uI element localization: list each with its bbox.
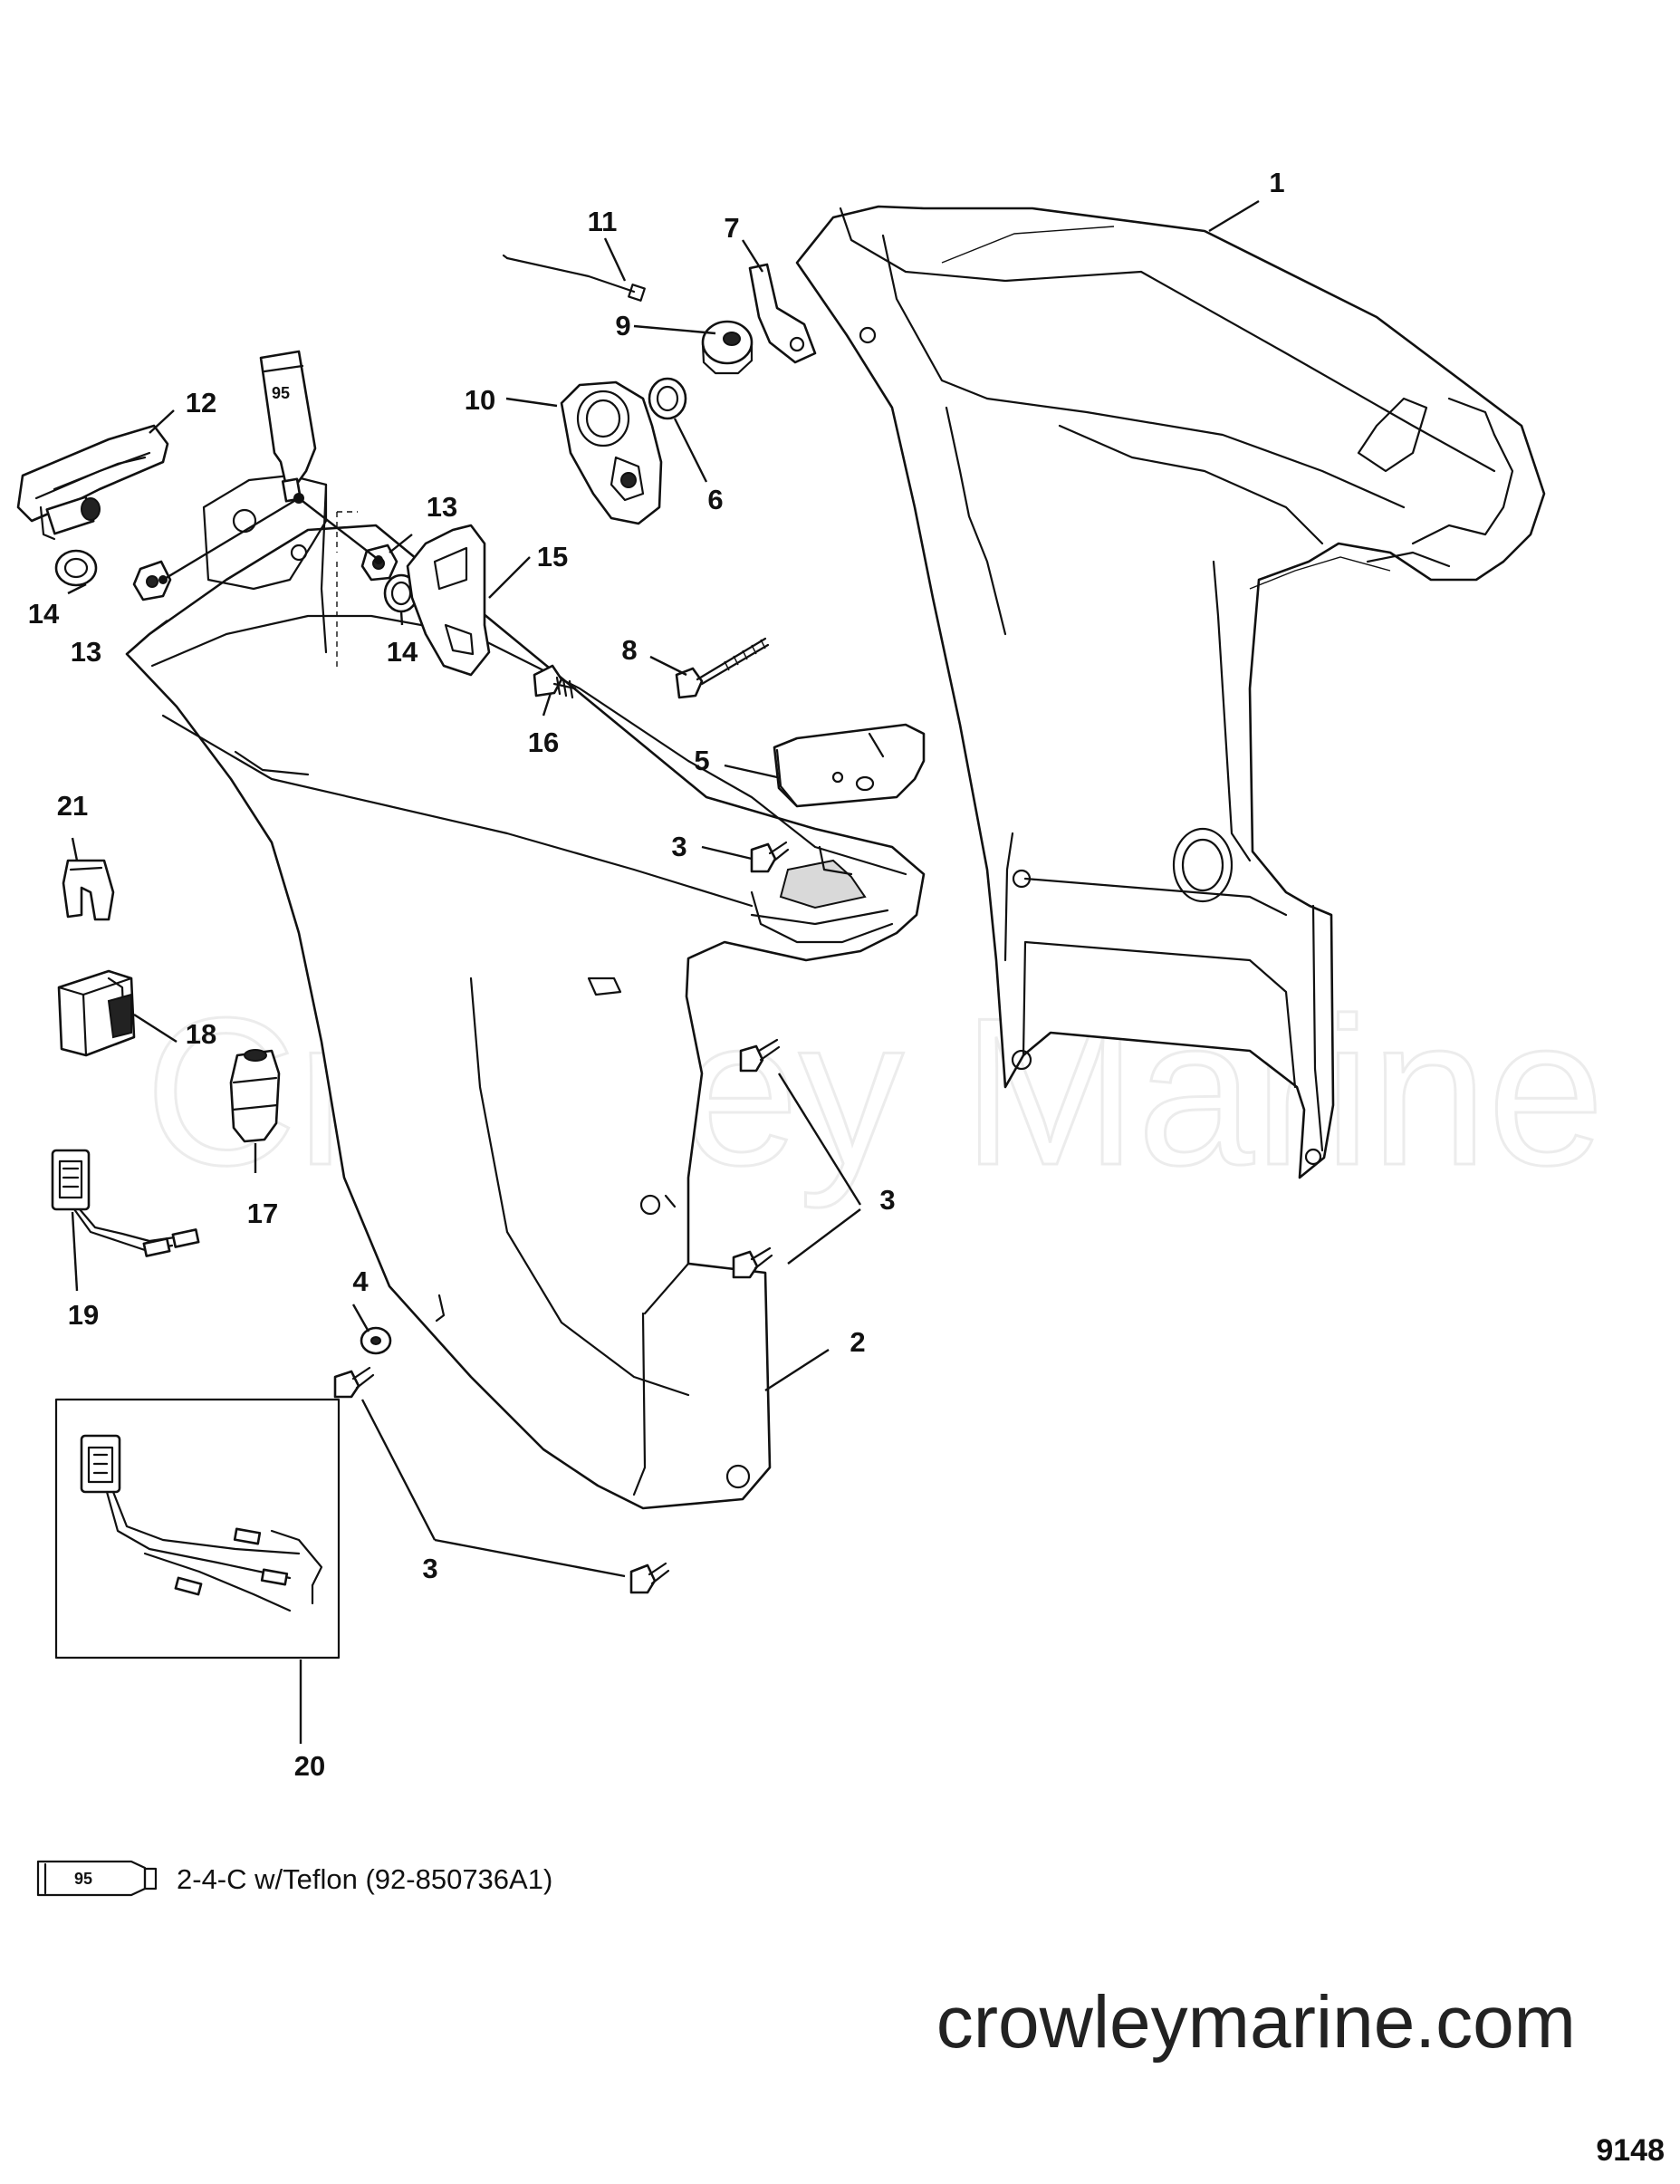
callout-21: 21 xyxy=(57,790,88,822)
callout-3-bottom: 3 xyxy=(422,1553,437,1584)
legend-tube-code: 95 xyxy=(74,1870,92,1888)
part-19-switch xyxy=(51,1149,200,1257)
callout-1: 1 xyxy=(1269,167,1284,198)
callout-labels: 1 11 7 9 10 6 12 13 15 14 13 14 8 16 5 3… xyxy=(28,167,1285,1782)
part-15-plate xyxy=(406,524,491,677)
part-2-cowl-half xyxy=(125,474,926,1510)
callout-19: 19 xyxy=(68,1299,99,1331)
callout-2: 2 xyxy=(850,1326,865,1358)
callout-17: 17 xyxy=(247,1198,278,1229)
part-14-washer xyxy=(54,549,98,587)
callout-10: 10 xyxy=(465,384,495,416)
part-8-bolt xyxy=(675,637,770,699)
callout-7: 7 xyxy=(724,212,739,244)
callout-20: 20 xyxy=(294,1750,325,1782)
part-10-seal-plate xyxy=(560,380,663,525)
callout-18: 18 xyxy=(186,1018,216,1050)
callout-13-lower: 13 xyxy=(71,636,101,668)
part-17-grommet xyxy=(229,1049,281,1143)
callout-16: 16 xyxy=(528,726,559,758)
part-6-washer xyxy=(648,377,687,420)
callout-13-upper: 13 xyxy=(427,491,457,523)
part-5-latch xyxy=(773,723,926,808)
part-9-cap xyxy=(701,320,754,375)
legend: 95 2-4-C w/Teflon (92-850736A1) xyxy=(36,1860,552,1897)
part-3-screw xyxy=(629,1562,670,1594)
callout-3-right: 3 xyxy=(879,1184,895,1216)
part-13-nut xyxy=(132,560,172,601)
part-20-harness-inset xyxy=(54,1398,341,1660)
callout-11: 11 xyxy=(588,206,618,237)
part-18-plug xyxy=(57,969,136,1057)
part-3-screw xyxy=(732,1246,773,1279)
callout-12: 12 xyxy=(186,387,216,419)
callout-14-left: 14 xyxy=(28,598,60,630)
part-1-cowl-half xyxy=(795,205,1546,1179)
part-21-clip xyxy=(62,859,115,921)
callout-4: 4 xyxy=(352,1265,369,1297)
part-16-screw xyxy=(533,664,577,699)
part-7-bracket xyxy=(748,263,817,364)
leader-lines xyxy=(67,199,1260,1744)
part-3-screw xyxy=(739,1038,781,1073)
part-12-handle xyxy=(16,424,169,541)
callout-9: 9 xyxy=(615,310,630,342)
part-3-screw xyxy=(333,1366,375,1399)
callout-14-right: 14 xyxy=(387,636,418,668)
callout-5: 5 xyxy=(694,745,709,776)
website-text: crowleymarine.com xyxy=(936,1981,1576,2064)
callout-8: 8 xyxy=(621,634,637,666)
callout-6: 6 xyxy=(707,484,723,515)
callout-3-top: 3 xyxy=(671,831,686,862)
legend-text: 2-4-C w/Teflon (92-850736A1) xyxy=(177,1863,552,1895)
tube-label: 95 xyxy=(272,384,290,402)
diagram-reference-number: 9148 xyxy=(1596,2133,1665,2168)
callout-15: 15 xyxy=(537,541,568,572)
part-11-pin xyxy=(502,254,646,302)
part-4-washer xyxy=(360,1326,392,1355)
part-3-screw xyxy=(750,841,790,873)
